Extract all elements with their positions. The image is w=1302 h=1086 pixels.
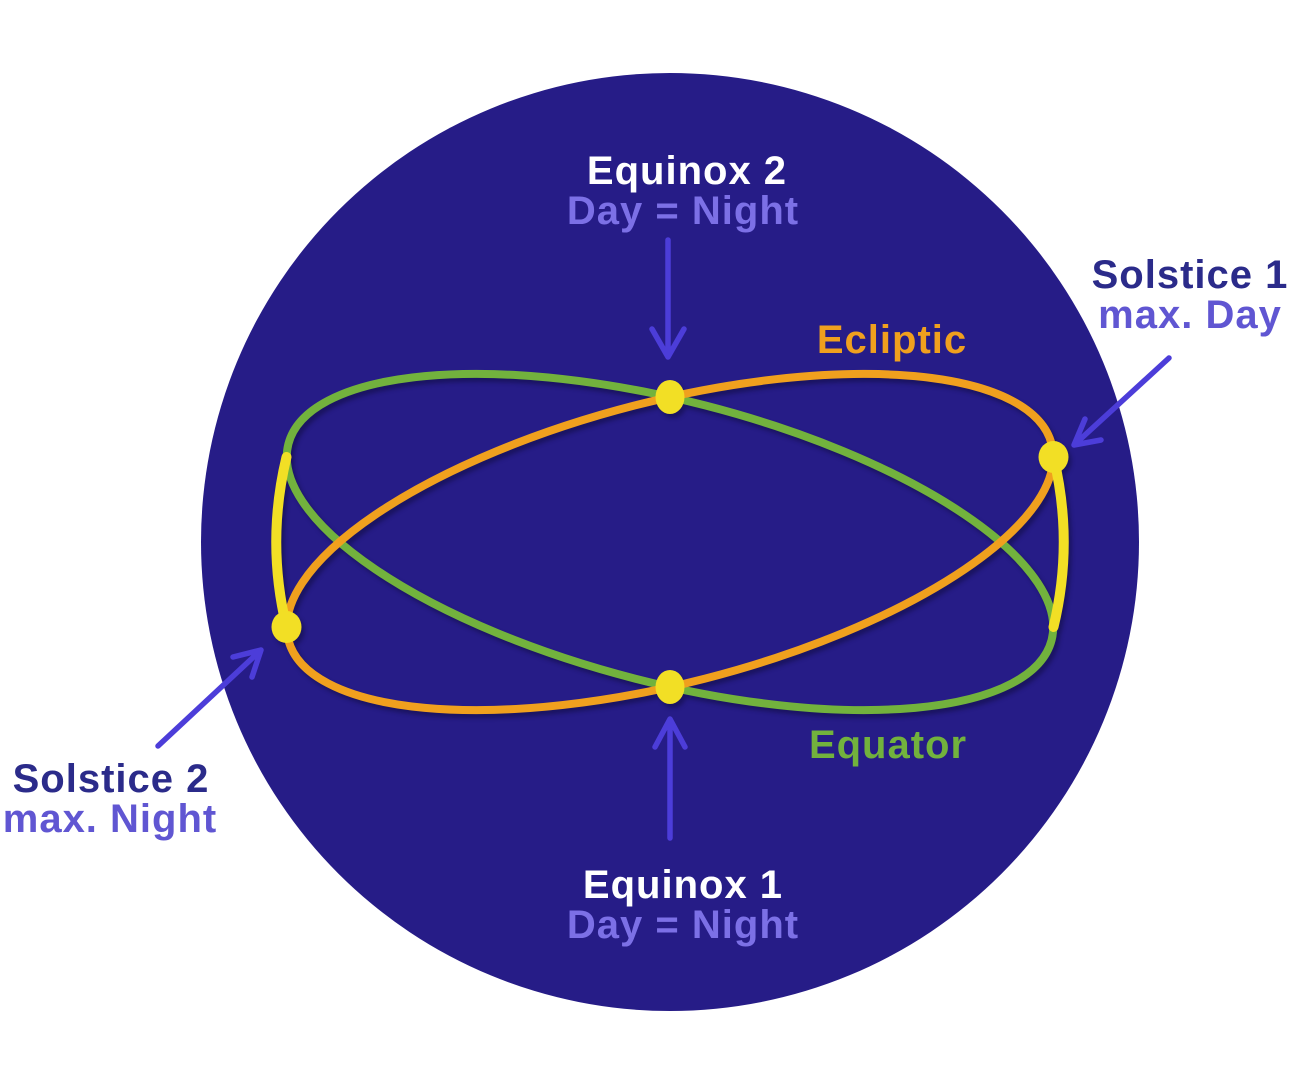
- solstice-2-title: Solstice 2: [13, 757, 210, 801]
- celestial-sphere-disc: [201, 73, 1139, 1011]
- equinox-2-subtitle: Day = Night: [567, 189, 799, 233]
- solstice-2-arrow: [155, 647, 264, 749]
- equator-label: Equator: [809, 723, 967, 767]
- solstice-1-arrow: [1071, 355, 1172, 448]
- equinox-2-arrow: [649, 237, 687, 360]
- ecliptic-label: Ecliptic: [817, 318, 967, 362]
- equinox-1-title: Equinox 1: [583, 863, 783, 907]
- equinox-1-arrow: [652, 716, 688, 841]
- solstice-2-declination-arc: [271, 452, 292, 632]
- equator-circle: [282, 369, 1058, 715]
- solstice-1-declination-arc: [1048, 452, 1069, 632]
- solstice-1-marker: [1038, 441, 1069, 473]
- solstice-1-title: Solstice 1: [1092, 253, 1289, 297]
- equinox-1-subtitle: Day = Night: [567, 903, 799, 947]
- equinox-2-title: Equinox 2: [587, 149, 787, 193]
- equinox-2-marker: [655, 380, 685, 414]
- equinox-1-marker: [655, 670, 685, 704]
- solstice-1-subtitle: max. Day: [1098, 293, 1282, 337]
- solstice-2-subtitle: max. Night: [3, 797, 217, 841]
- solstice-2-marker: [271, 611, 302, 643]
